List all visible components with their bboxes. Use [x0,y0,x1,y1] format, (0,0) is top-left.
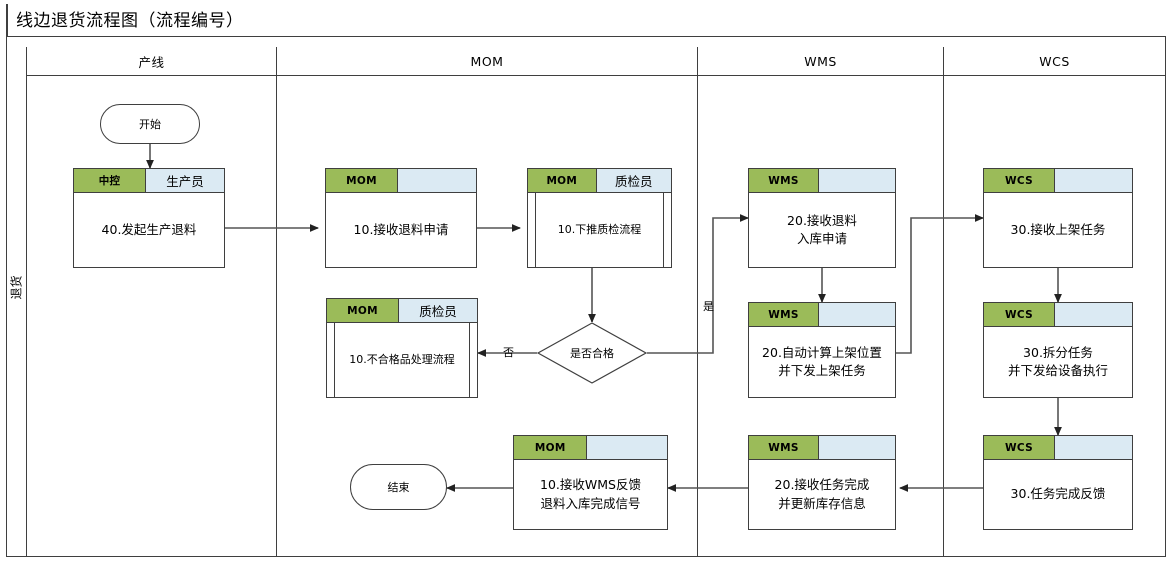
lane-header-mom: MOM [277,47,698,76]
lane-header-label: 产线 [138,54,165,70]
role-tag: 质检员 [399,299,477,322]
system-tag: WCS [984,436,1056,459]
node-label: 是否合格 [570,347,614,360]
card-body: 30.接收上架任务 [1010,221,1106,237]
node-task-30-split-task[interactable]: WCS 30.拆分任务 并下发给设备执行 [983,302,1133,398]
card-body: 10.接收WMS反馈 退料入库完成信号 [514,460,667,529]
card-body: 20.接收任务完成 并更新库存信息 [749,460,895,529]
role-tag [1055,436,1132,459]
card-body: 30.拆分任务 并下发给设备执行 [984,327,1132,397]
diamond-shape [537,322,647,384]
card-header: 中控 生产员 [74,169,224,193]
card-header: MOM 质检员 [327,299,477,323]
system-tag: MOM [514,436,588,459]
card-header: WMS [749,169,895,193]
system-tag: MOM [528,169,597,192]
role-tag [1055,303,1132,326]
role-tag [1055,169,1132,192]
node-task-20-auto-calc-putaway[interactable]: WMS 20.自动计算上架位置 并下发上架任务 [748,302,896,398]
lane-header-label: WMS [804,53,837,69]
card-header: WCS [984,303,1132,327]
role-tag [819,169,895,192]
lane-header-chanxian: 产线 [27,47,277,76]
edge-label-no: 否 [503,346,514,359]
card-body: 10.不合格品处理流程 [327,323,477,397]
role-tag: 质检员 [596,169,671,192]
node-label: 结束 [387,481,410,494]
title-bar: 线边退货流程图（流程编号） [6,4,1166,36]
role-tag [398,169,476,192]
card-body: 10.接收退料申请 [353,221,449,237]
card-body-line: 20.接收任务完成 [774,477,870,493]
card-body: 40.发起生产退料 [101,221,197,237]
node-label: 开始 [139,118,161,131]
card-header: WMS [749,303,895,327]
pool-label-band: 退货 [6,47,27,557]
node-task-20-receive-inbound-request[interactable]: WMS 20.接收退料 入库申请 [748,168,896,268]
node-end[interactable]: 结束 [350,464,447,510]
card-body-line: 退料入库完成信号 [540,495,641,511]
card-body-line: 30.拆分任务 [1023,344,1093,360]
role-tag [819,303,895,326]
system-tag: WMS [749,436,820,459]
card-body-line: 入库申请 [796,231,847,246]
card-header: MOM [326,169,476,193]
card-header: WCS [984,436,1132,460]
system-tag: MOM [327,299,399,322]
pool-label: 退货 [9,275,24,300]
node-task-30-task-complete-feedback[interactable]: WCS 30.任务完成反馈 [983,435,1133,530]
node-subprocess-10-nonconforming-handling[interactable]: MOM 质检员 10.不合格品处理流程 [326,298,478,398]
role-tag [819,436,895,459]
card-body: 20.自动计算上架位置 并下发上架任务 [749,327,895,397]
card-body: 10.下推质检流程 [528,193,671,267]
system-tag: MOM [326,169,398,192]
card-body-line: 20.接收退料 [787,212,857,228]
lane-body-chanxian [27,76,277,557]
system-tag: WMS [749,303,820,326]
system-tag: WCS [984,169,1056,192]
node-task-10-receive-wms-feedback[interactable]: MOM 10.接收WMS反馈 退料入库完成信号 [513,435,668,530]
card-body-line: 并下发给设备执行 [1007,363,1108,378]
edge-label-yes: 是 [703,300,714,313]
card-header: WCS [984,169,1132,193]
role-tag: 生产员 [146,169,224,192]
lane-header-label: MOM [470,53,504,69]
lane-header-wms: WMS [698,47,944,76]
node-start[interactable]: 开始 [100,104,200,144]
node-subprocess-10-push-quality-inspection[interactable]: MOM 质检员 10.下推质检流程 [527,168,672,268]
node-task-20-receive-task-complete[interactable]: WMS 20.接收任务完成 并更新库存信息 [748,435,896,530]
card-body: 30.任务完成反馈 [1010,486,1106,502]
pool-frame [6,36,1166,557]
node-task-40-initiate-return[interactable]: 中控 生产员 40.发起生产退料 [73,168,225,268]
node-task-30-receive-putaway-task[interactable]: WCS 30.接收上架任务 [983,168,1133,268]
card-body-line: 10.接收WMS反馈 [540,477,641,493]
card-body-line: 并更新库存信息 [778,495,866,511]
card-header: MOM [514,436,667,460]
card-body-line: 并下发上架任务 [778,363,866,378]
system-tag: WCS [984,303,1056,326]
lane-header-wcs: WCS [944,47,1165,76]
card-body: 20.接收退料 入库申请 [749,193,895,267]
system-tag: WMS [749,169,820,192]
system-tag: 中控 [74,169,146,192]
card-body-line: 20.自动计算上架位置 [762,344,882,360]
node-decision-is-qualified[interactable]: 是否合格 [537,322,647,384]
card-header: WMS [749,436,895,460]
card-header: MOM 质检员 [528,169,671,193]
lane-header-label: WCS [1039,53,1070,69]
role-tag [587,436,667,459]
diagram-title: 线边退货流程图（流程编号） [16,11,244,31]
node-task-10-receive-return-request[interactable]: MOM 10.接收退料申请 [325,168,477,268]
